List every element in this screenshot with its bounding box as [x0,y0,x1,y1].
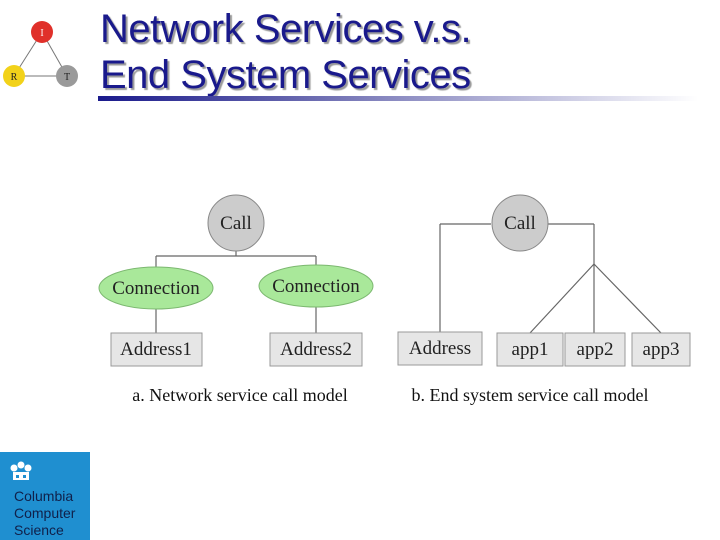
diagram-a-root-label: Call [220,213,252,234]
triangle-right-label: T [64,72,70,83]
diagram-b-edges [439,223,662,334]
logo-line-3: Science [14,522,64,538]
diagram-b-caption: b. End system service call model [412,385,649,405]
columbia-cs-logo: Columbia Computer Science [0,452,90,540]
slide-title: Network Services v.s. End System Service… [100,6,472,98]
irt-triangle-logo: I R T [3,21,78,87]
diagram-b-root-label: Call [504,213,536,234]
diagram-b-app-box-1: app1 [496,332,564,367]
diagram-b-app-box-3: app3 [631,332,691,367]
triangle-left-label: R [11,72,18,83]
diagram-a-address-box-1: Address1 [110,332,203,367]
logo-line-1: Columbia [14,488,74,504]
diagram-b-address-label: Address [409,338,471,359]
diagram-a-address-box-2: Address2 [269,332,363,367]
diagram-b-address-box: Address [397,331,483,366]
diagram-a-caption: a. Network service call model [132,385,347,405]
diagram-a-connection-node-1: Connection [98,266,214,310]
slide-title-line2: End System Services [100,53,471,97]
diagram-b-root-node: Call [491,194,549,252]
diagram-b-app-label-1: app1 [512,339,549,360]
triangle-node-top [31,21,53,43]
diagram-a-connection-node-2: Connection [258,264,374,308]
diagram-a-address-label-2: Address2 [280,339,352,360]
logo-line-2: Computer [14,505,76,521]
diagram-b-app-label-3: app3 [643,339,680,360]
diagram-b-app-box-2: app2 [564,332,626,367]
columbia-cs-logo-text: Columbia Computer Science [14,488,75,539]
diagram-a-edges [155,248,317,333]
crown-icon [10,461,32,480]
triangle-top-label: I [40,28,43,39]
title-underline [98,96,698,101]
diagram-a-address-label-1: Address1 [120,339,192,360]
diagram-b-app-label-2: app2 [577,339,614,360]
diagram-a-connection-label-2: Connection [272,276,360,297]
triangle-node-left [3,65,25,87]
triangle-node-right [56,65,78,87]
diagram-a-connection-label-1: Connection [112,278,200,299]
slide-title-line1: Network Services v.s. [100,7,472,51]
diagram-a-root-node: Call [207,194,265,252]
